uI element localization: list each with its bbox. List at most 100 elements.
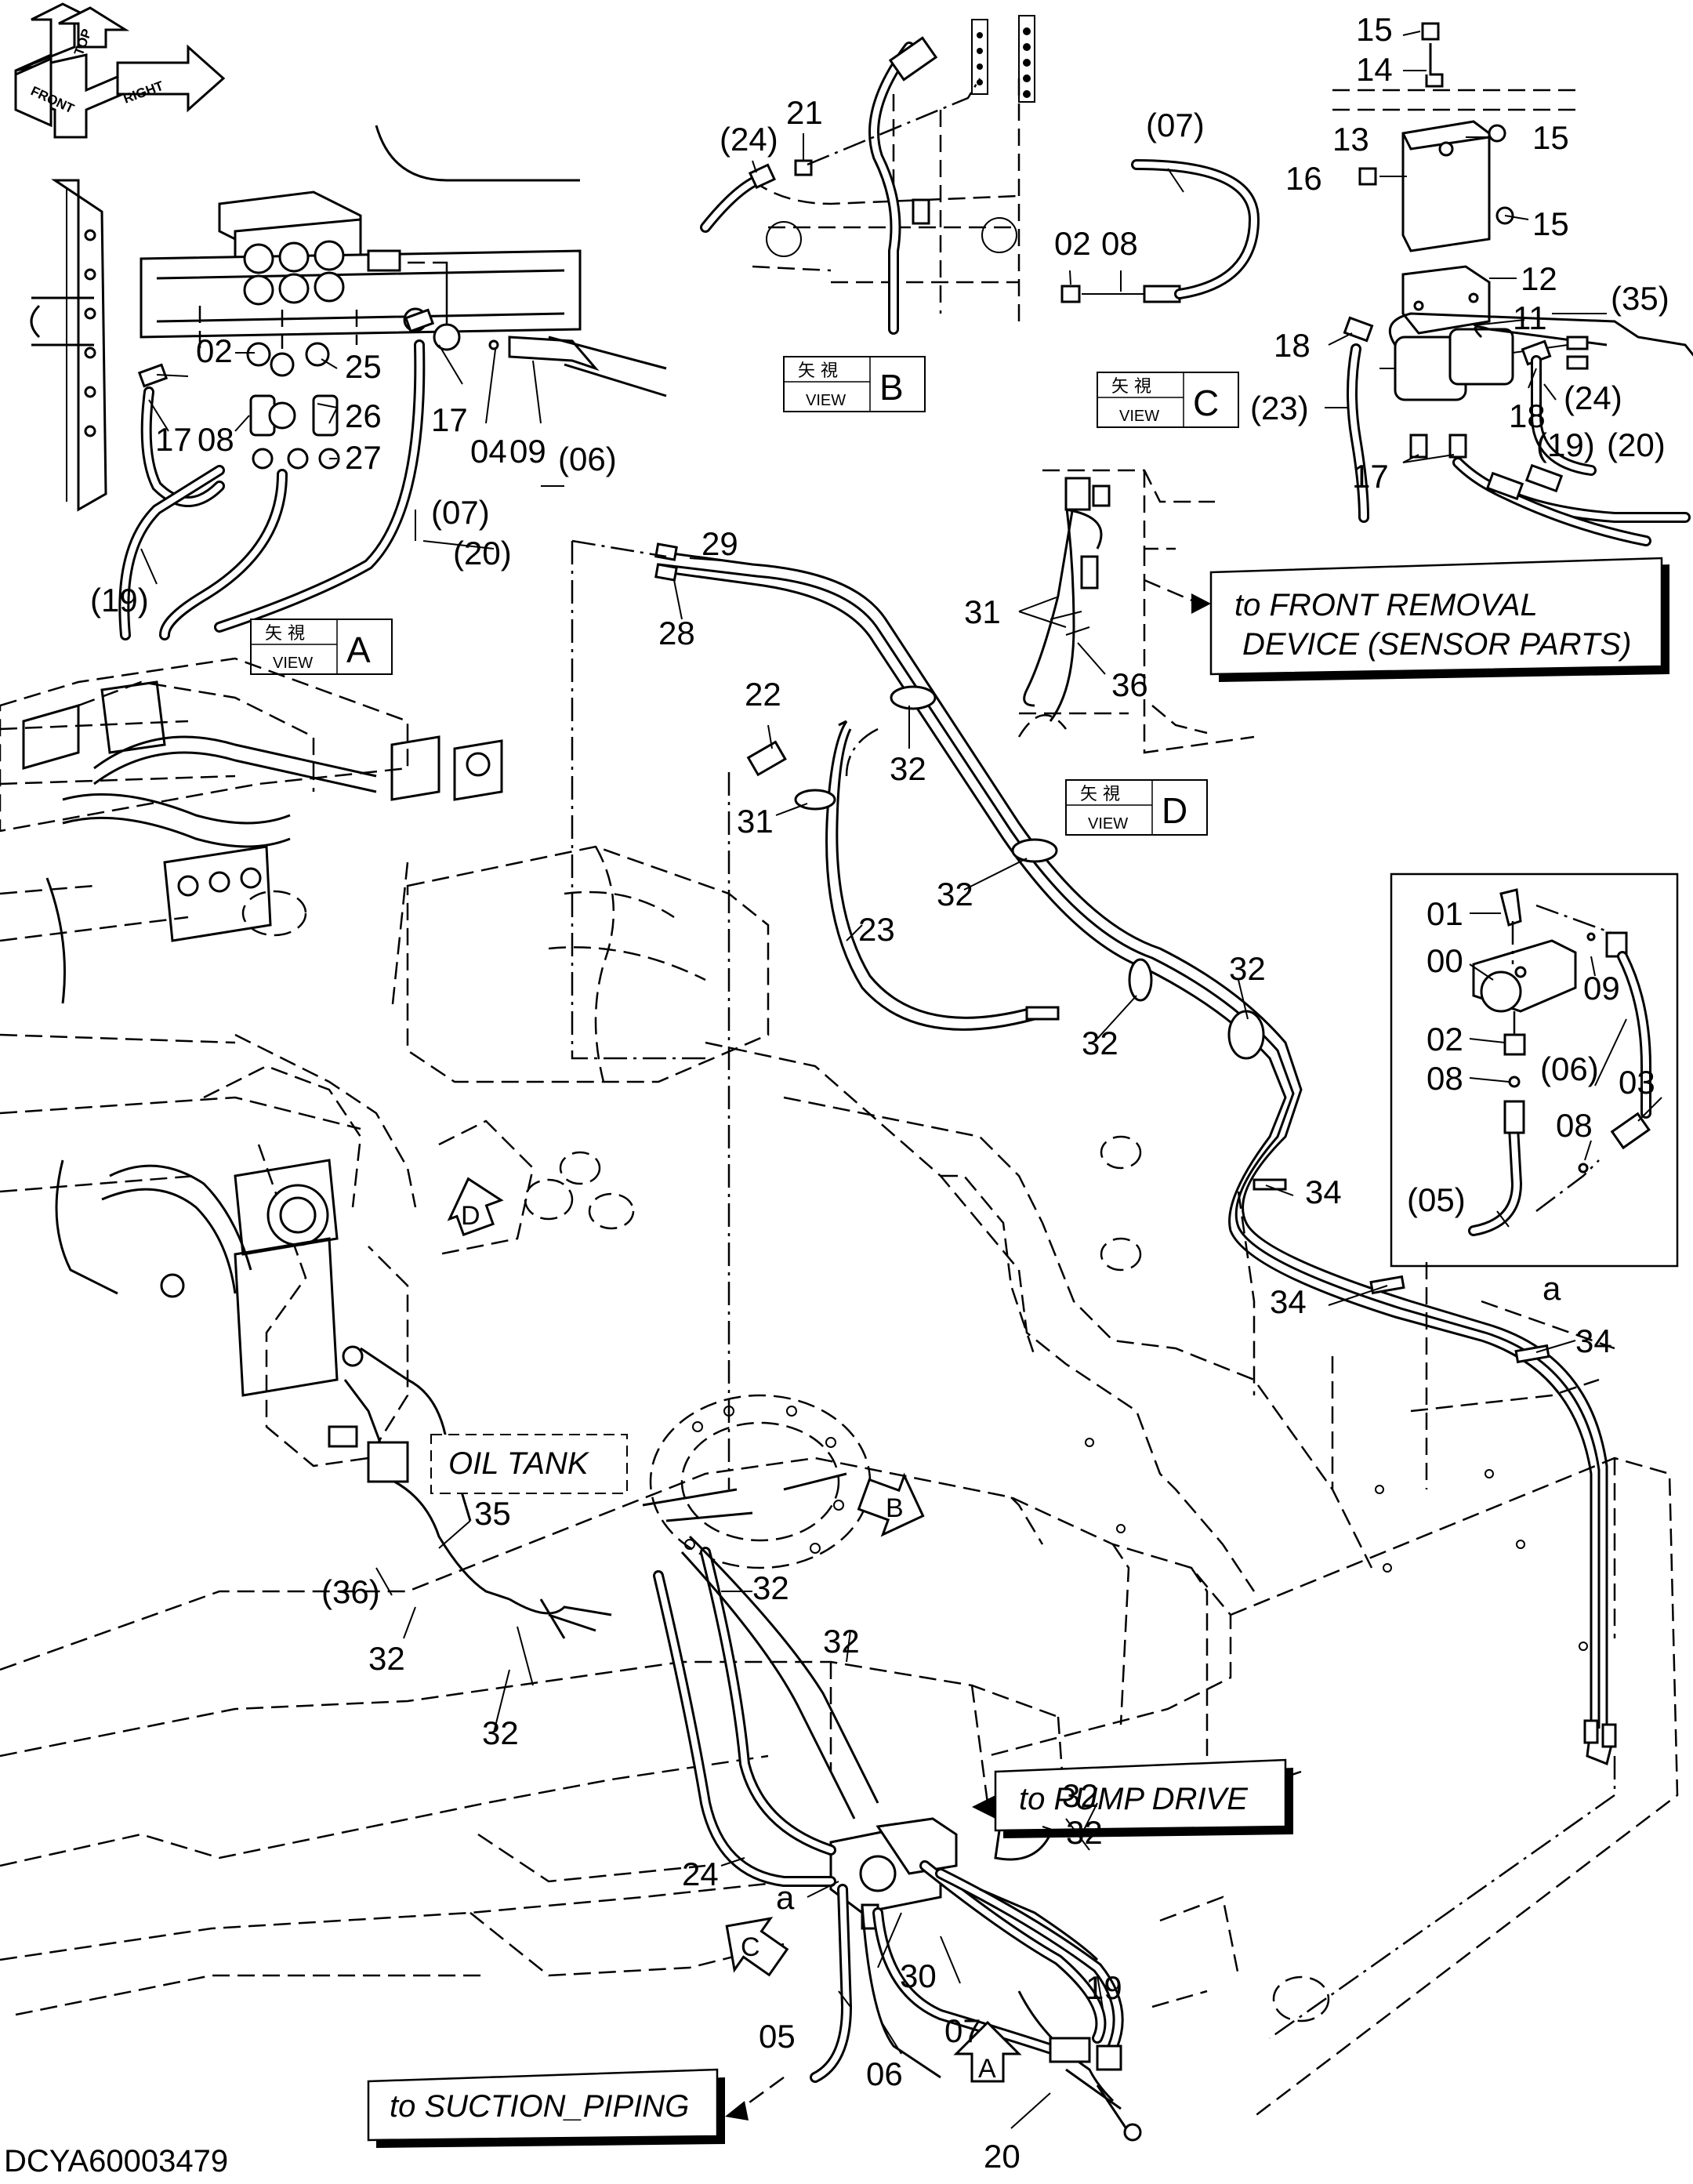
main-label-34-c: 34 [1575, 1322, 1612, 1359]
main-label-29: 29 [701, 525, 738, 562]
main-label-34-b: 34 [1270, 1283, 1307, 1320]
detail-a-label-05: (05) [1407, 1181, 1466, 1218]
main-label-24: 24 [682, 1856, 719, 1892]
view-c-label-18-left: 18 [1274, 327, 1311, 364]
view-d-label-36: 36 [1111, 666, 1148, 703]
detail-a-label-09: 09 [1583, 970, 1620, 1007]
detail-a-label-01: 01 [1427, 895, 1463, 932]
view-c-label-15-mid: 15 [1532, 119, 1569, 156]
view-d-en: VIEW [1088, 815, 1128, 833]
detail-a-label-02: 02 [1427, 1021, 1463, 1058]
view-d-tag: 矢 視 VIEW D [1065, 779, 1208, 836]
view-a-label-17-left: 17 [155, 421, 192, 458]
arrow-b-label: B [886, 1493, 904, 1523]
oil-tank-label: OIL TANK [448, 1446, 590, 1481]
main-label-32-f: 32 [368, 1640, 405, 1677]
arrow-marker-c: C [725, 1917, 789, 1977]
view-c-tag: 矢 視 VIEW C [1097, 372, 1239, 428]
main-label-32-g: 32 [482, 1714, 519, 1751]
main-label-23: 23 [858, 911, 895, 948]
main-label-31: 31 [737, 803, 774, 840]
arrow-c-label: C [741, 1932, 760, 1962]
main-label-05: 05 [759, 2018, 796, 2055]
detail-a-label-06: (06) [1540, 1050, 1599, 1087]
view-c-detail: 15 14 13 15 16 15 12 11 (35) 18 18 (23) … [1097, 11, 1693, 546]
detail-a-label-08-top: 08 [1427, 1060, 1463, 1097]
view-a-label-02: 02 [196, 332, 233, 369]
arrow-marker-a: A [953, 2020, 1022, 2084]
view-a-letter: A [346, 629, 371, 670]
suction-piping-callout: to SUCTION_PIPING [367, 2068, 785, 2148]
main-label-19: 19 [1086, 1969, 1122, 2006]
view-b-letter: B [879, 367, 904, 408]
view-c-label-18-right: 18 [1509, 397, 1546, 434]
main-label-32-e: 32 [1062, 1777, 1099, 1814]
main-label-35: 35 [474, 1495, 511, 1532]
view-b-en: VIEW [806, 392, 846, 409]
main-label-32-i: 32 [823, 1623, 860, 1660]
view-d-detail: 31 36 to FRONT REMOVAL DEVICE (SENSOR PA… [964, 469, 1669, 836]
view-a-label-04: 04 [470, 433, 507, 470]
view-b-label-24: (24) [720, 121, 778, 158]
main-label-36: (36) [321, 1573, 380, 1610]
view-c-label-14: 14 [1356, 51, 1393, 88]
main-part-labels: 29 28 22 31 32 32 32 32 32 23 34 34 34 3… [321, 525, 1612, 2175]
view-a-label-20: (20) [453, 535, 512, 571]
view-c-jp: 矢 視 [1111, 377, 1151, 397]
detail-a-label-03: 03 [1619, 1064, 1655, 1101]
main-label-22: 22 [745, 676, 781, 713]
main-label-34-a: 34 [1305, 1174, 1342, 1210]
oil-tank-callout: OIL TANK [430, 1434, 628, 1494]
front-removal-line2: DEVICE (SENSOR PARTS) [1242, 627, 1631, 662]
view-b-label-21: 21 [786, 94, 823, 131]
view-b-label-07: (07) [1146, 107, 1205, 143]
view-a-label-25: 25 [345, 348, 382, 385]
pump-drive-callout: to PUMP DRIVE [972, 1758, 1293, 1838]
detail-a-box: 01 00 09 02 08 (06) 03 08 (05) a [1390, 873, 1679, 1307]
view-c-label-17: 17 [1352, 458, 1389, 495]
view-a-label-09: 09 [509, 433, 546, 470]
main-label-32-h: 32 [752, 1569, 789, 1606]
front-removal-callout: to FRONT REMOVAL DEVICE (SENSOR PARTS) [1144, 557, 1669, 682]
main-label-32-c: 32 [1082, 1025, 1118, 1061]
view-a-label-08: 08 [198, 421, 234, 458]
view-a-label-26: 26 [345, 397, 382, 434]
view-c-en: VIEW [1119, 408, 1159, 425]
view-a-label-17-right: 17 [431, 401, 468, 438]
arrow-marker-b: B [857, 1472, 925, 1537]
view-a-label-27: 27 [345, 439, 382, 476]
view-a-label-19: (19) [90, 582, 149, 619]
detail-a-label-00: 00 [1427, 942, 1463, 979]
view-c-label-16: 16 [1285, 160, 1322, 197]
view-a-en: VIEW [273, 655, 313, 672]
drawing-code: DCYA60003479 [4, 2144, 228, 2179]
detail-a-label-08-bottom: 08 [1556, 1107, 1593, 1144]
view-a-tag: 矢 視 VIEW A [250, 619, 393, 675]
view-c-letter: C [1193, 383, 1219, 423]
main-label-a: a [776, 1879, 795, 1916]
view-c-label-35: (35) [1611, 280, 1669, 317]
main-hoses [571, 539, 1617, 2142]
suction-piping-label: to SUCTION_PIPING [390, 2089, 689, 2124]
view-c-label-20: (20) [1607, 426, 1666, 463]
pump-drive-label: to PUMP DRIVE [1019, 1782, 1249, 1816]
main-label-28: 28 [658, 615, 695, 651]
main-label-06: 06 [866, 2055, 903, 2092]
view-c-label-24: (24) [1564, 379, 1622, 416]
main-label-32-b: 32 [937, 876, 973, 912]
view-c-label-15-top: 15 [1356, 11, 1393, 48]
view-a-label-07: (07) [431, 494, 490, 531]
view-a-label-06: (06) [558, 441, 617, 477]
arrow-a-label: A [978, 2054, 996, 2084]
view-b-jp: 矢 視 [798, 361, 838, 381]
view-a-detail: 02 25 26 27 17 17 08 04 09 (06) (07) (20… [30, 125, 667, 675]
main-assembly [0, 657, 1679, 2117]
view-a-jp: 矢 視 [265, 624, 305, 644]
detail-a-box-label: a [1543, 1270, 1561, 1307]
view-c-label-19: (19) [1536, 426, 1595, 463]
view-d-label-31: 31 [964, 593, 1001, 630]
view-c-label-23: (23) [1250, 390, 1309, 426]
view-d-jp: 矢 視 [1080, 785, 1120, 804]
orientation-icon: TOP FRONT RIGHT [14, 2, 226, 139]
main-label-30: 30 [900, 1957, 937, 1994]
